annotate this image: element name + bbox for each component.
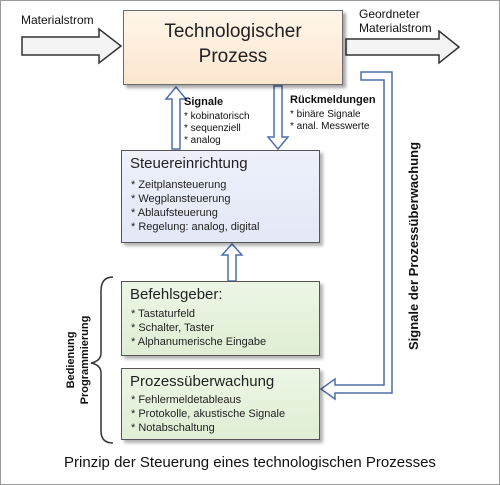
tech-title-line2: Prozess [198, 46, 268, 67]
signale-prozessueberwachung-label: Signale der Prozessüberwachung [406, 141, 421, 351]
signale-item: * sequenziell [184, 123, 241, 134]
material-output-arrow [345, 29, 461, 65]
prozessueberwachung-list: * Fehlermeldetableaus * Protokolle, akus… [131, 393, 285, 435]
steuereinrichtung-item: * Wegplansteuerung [131, 193, 231, 205]
output-label-2: Materialstrom [359, 21, 432, 35]
rueckmeldungen-list: * binäre Signale * anal. Messwerte [290, 109, 369, 133]
tech-title-line1: Technologischer [164, 21, 302, 42]
befehlsgeber-box: Befehlsgeber: * Tastaturfeld * Schalter,… [121, 281, 320, 356]
steuereinrichtung-box: Steuereinrichtung * Zeitplansteuerung * … [121, 150, 320, 243]
steuereinrichtung-item: * Zeitplansteuerung [131, 179, 227, 191]
prozessueberwachung-item: * Notabschaltung [131, 422, 215, 434]
signale-title: Signale [184, 96, 224, 108]
befehlsgeber-list: * Tastaturfeld * Schalter, Taster * Alph… [131, 307, 266, 349]
signale-list: * kobinatorisch * sequenziell * analog [184, 111, 250, 147]
prozessueberwachung-box: Prozessüberwachung * Fehlermeldetableaus… [121, 368, 320, 440]
rueckmeldungen-arrow [266, 85, 290, 151]
prozessueberwachung-title: Prozessüberwachung [130, 373, 275, 390]
steuereinrichtung-item: * Ablaufsteuerung [131, 207, 218, 219]
befehlsgeber-item: * Alphanumerische Eingabe [131, 336, 267, 348]
steuereinrichtung-list: * Zeitplansteuerung * Wegplansteuerung *… [131, 178, 259, 234]
befehl-arrow [220, 242, 244, 282]
ueberwachung-loop-arrow [319, 71, 393, 401]
rueckmeldungen-item: * anal. Messwerte [290, 121, 370, 132]
technologischer-prozess-box: Technologischer Prozess [123, 10, 343, 85]
steuereinrichtung-item: * Regelung: analog, digital [131, 221, 260, 233]
material-input-arrow [21, 27, 123, 65]
signale-item: * analog [184, 135, 221, 146]
output-label-1: Geordneter [359, 7, 420, 21]
signale-arrow [164, 85, 188, 150]
befehlsgeber-item: * Schalter, Taster [131, 322, 214, 334]
rueckmeldungen-title: Rückmeldungen [290, 94, 376, 106]
steuereinrichtung-title: Steuereinrichtung [130, 155, 248, 172]
materialstrom-label: Materialstrom [21, 13, 94, 27]
bedienung-brace [90, 276, 114, 444]
bedienung-label: Bedienung [65, 331, 77, 389]
programmierung-label: Programmierung [79, 315, 91, 405]
rueckmeldungen-item: * binäre Signale [290, 109, 361, 120]
signale-item: * kobinatorisch [184, 111, 250, 122]
prozessueberwachung-item: * Protokolle, akustische Signale [131, 408, 286, 420]
diagram-caption: Prinzip der Steuerung eines technologisc… [64, 454, 436, 471]
prozessueberwachung-item: * Fehlermeldetableaus [131, 394, 242, 406]
befehlsgeber-item: * Tastaturfeld [131, 308, 196, 320]
befehlsgeber-title: Befehlsgeber: [130, 286, 223, 303]
